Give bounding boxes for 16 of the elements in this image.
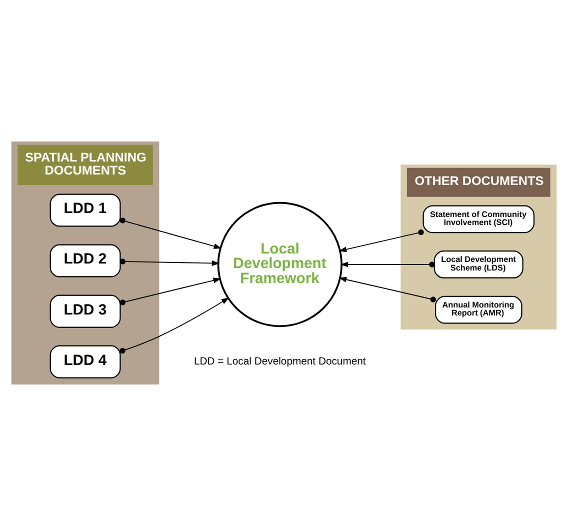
node-box: Statement of Community Involvement (SCI): [422, 204, 535, 233]
node-box: LDD 1: [50, 193, 121, 226]
node-box: LDD 4: [50, 344, 121, 378]
arrow: [120, 277, 222, 305]
arrow: [338, 276, 436, 302]
node-box: LDD 3: [50, 294, 121, 328]
arrow: [120, 258, 220, 266]
arrow: [338, 228, 424, 252]
node-box: Annual Monitoring Report (AMR): [434, 295, 522, 324]
label: LDD = Local Development Document: [194, 356, 366, 368]
arrow: [120, 297, 230, 354]
node-box: Local Development Scheme (LDS): [434, 250, 524, 278]
node-circle: Local Development Framework: [217, 201, 342, 327]
node-box: LDD 2: [50, 244, 121, 277]
arrow: [340, 261, 435, 267]
arrow: [120, 217, 222, 248]
